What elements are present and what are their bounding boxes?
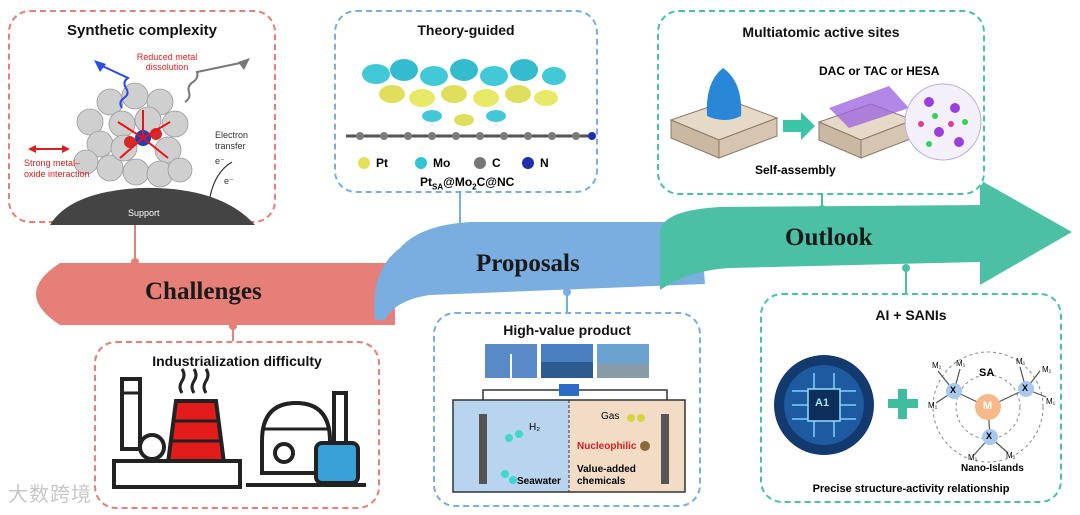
formula-subscript: SA <box>432 182 444 192</box>
panel-title: Synthetic complexity <box>66 22 218 39</box>
stage-outlook: Outlook <box>785 224 873 251</box>
site-types-label: DAC or TAC or HESA <box>819 64 940 78</box>
x-label-3: X <box>986 431 993 441</box>
nucleophilic-label: Nucleophilic <box>577 441 637 452</box>
x-label-2: X <box>1022 383 1029 393</box>
self-assembly-label: Self-assembly <box>755 163 836 177</box>
charge-density-illustration <box>346 59 596 169</box>
m1-label-7: M₁ <box>968 453 978 462</box>
legend-mo: Mo <box>433 156 451 170</box>
nanoparticle-illustration <box>28 58 255 225</box>
panel-title: Theory-guided <box>417 22 515 38</box>
h2-label: H₂ <box>529 422 541 433</box>
ai-sanis-illustration <box>774 351 1047 463</box>
panel-title: AI + SANIs <box>875 307 947 323</box>
gas-label: Gas <box>601 411 620 422</box>
electron-symbol-1: e⁻ <box>215 156 225 166</box>
self-assembly-illustration <box>669 68 982 161</box>
m1-label-1: M₁ <box>932 361 942 370</box>
value-added-label: Value-added chemicals <box>577 464 636 487</box>
formula-part: @Mo <box>443 175 473 189</box>
panel-high-value-product: High-value product H₂ Gas Nucleophilic S… <box>433 312 701 507</box>
factory-illustration <box>112 368 366 489</box>
panel-title: Multiatomic active sites <box>742 24 900 40</box>
structure-activity-caption: Precise structure-activity relationship <box>812 483 1010 495</box>
legend-c: C <box>492 156 501 170</box>
panel-title: High-value product <box>503 322 631 338</box>
panel-theory-guided: Theory-guided Pt Mo C N <box>334 10 598 193</box>
stage-challenges: Challenges <box>145 278 262 305</box>
formula-part: Pt <box>420 175 432 189</box>
reduced-dissolution-label: Reduced metal dissolution <box>136 52 198 72</box>
panel-title: Industrialization difficulty <box>152 353 322 369</box>
seawater-label: Seawater <box>517 476 561 487</box>
support-label: Support <box>128 208 160 218</box>
panel-multiatomic-active-sites: Multiatomic active sites DAC or TAC or H… <box>657 10 985 195</box>
outlook-arrow <box>660 180 1072 290</box>
sa-label: SA <box>979 367 995 379</box>
m1-label-3: M₁ <box>956 359 966 368</box>
m1-label-8: M₁ <box>1006 451 1016 460</box>
nano-islands-label: Nano-Islands <box>961 463 1024 474</box>
legend-pt: Pt <box>376 156 388 170</box>
electron-symbol-2: e⁻ <box>224 176 234 186</box>
watermark: 大数跨境 <box>8 484 92 506</box>
proposals-band <box>374 222 705 320</box>
m1-label-2: M₁ <box>928 401 938 410</box>
electron-transfer-label: Electron transfer <box>215 130 249 151</box>
stage-proposals: Proposals <box>476 250 580 277</box>
metal-center-label: M <box>983 400 993 412</box>
m1-label-5: M₁ <box>1042 365 1052 374</box>
x-label-1: X <box>950 385 957 395</box>
legend-n: N <box>540 156 549 170</box>
m1-label-6: M₁ <box>1046 397 1056 406</box>
panel-industrialization-difficulty: Industrialization difficulty <box>94 341 380 509</box>
challenges-band <box>36 263 395 325</box>
m1-label-4: M₁ <box>1016 357 1026 366</box>
formula-subscript: 2 <box>472 182 477 192</box>
electrolyzer-illustration <box>452 344 686 493</box>
formula-part: C@NC <box>476 175 515 189</box>
strong-interaction-label: Strong metal–oxide interaction <box>24 158 90 179</box>
panel-ai-sanis: AI + SANIs A1 SA M X X X M₁ M₁ <box>760 293 1062 503</box>
panel-synthetic-complexity: Synthetic complexity Reduc <box>8 10 276 225</box>
catalyst-formula: PtSA@Mo2C@NC <box>420 175 514 191</box>
chip-label: A1 <box>815 397 830 409</box>
